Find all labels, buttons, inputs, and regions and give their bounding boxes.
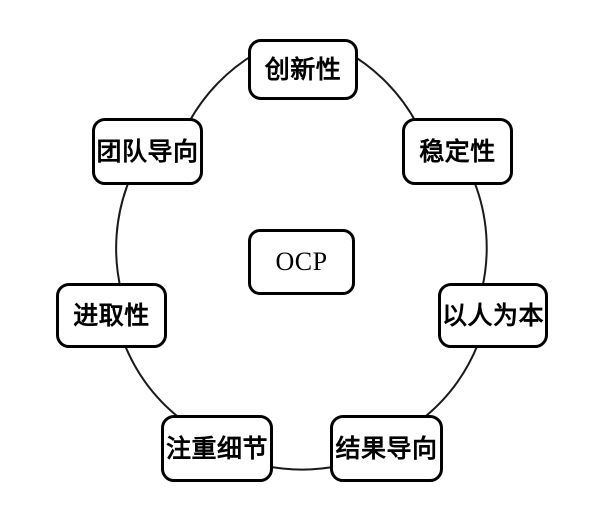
node-results-label: 结果导向: [335, 434, 438, 463]
node-aggressive-label: 进取性: [73, 301, 150, 330]
node-detail-label: 注重细节: [165, 434, 268, 463]
node-innovation[interactable]: 创新性: [248, 39, 358, 100]
node-team-label: 团队导向: [96, 137, 199, 166]
node-stability-label: 稳定性: [419, 137, 496, 166]
node-aggressive[interactable]: 进取性: [56, 283, 167, 348]
ring-arc-people-to-results: [420, 343, 479, 421]
node-team[interactable]: 团队导向: [92, 118, 203, 185]
node-detail[interactable]: 注重细节: [161, 415, 273, 482]
node-people-first[interactable]: 以人为本: [438, 283, 548, 348]
node-people-first-label: 以人为本: [441, 301, 544, 330]
ring-arc-stability-to-people: [473, 180, 488, 290]
ring-arc-detail-to-aggressive: [123, 342, 183, 421]
center-node-ocp[interactable]: OCP: [248, 229, 355, 295]
center-node-label: OCP: [275, 247, 328, 276]
node-innovation-label: 创新性: [264, 55, 342, 84]
ring-arc-aggressive-to-team: [115, 180, 130, 291]
node-results[interactable]: 结果导向: [330, 415, 443, 482]
ring-arc-results-to-detail: [265, 465, 339, 471]
node-stability[interactable]: 稳定性: [402, 118, 513, 185]
